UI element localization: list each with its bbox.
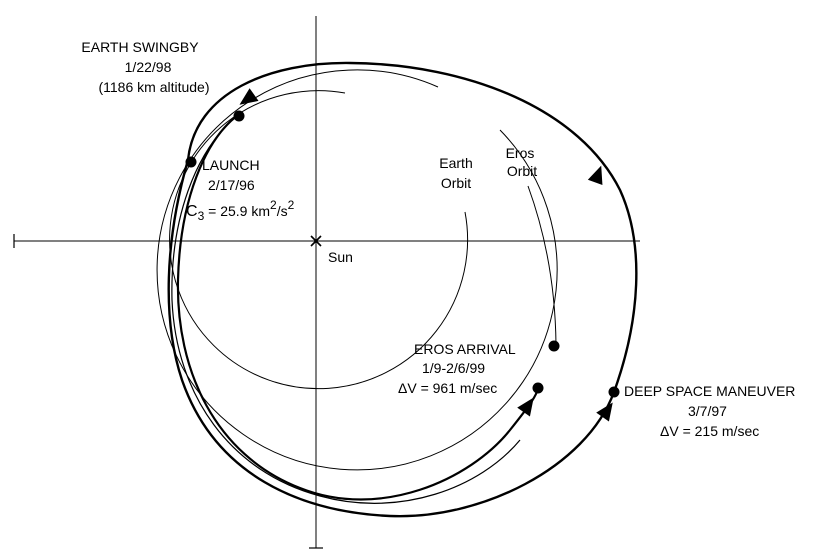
earth-swingby-title: EARTH SWINGBY	[81, 39, 199, 55]
eros-arrival-title: EROS ARRIVAL	[414, 341, 516, 357]
earth-orbit-line2: Orbit	[441, 175, 471, 191]
dsm-label: DEEP SPACE MANEUVER 3/7/97 ΔV = 215 m/se…	[624, 383, 795, 439]
eros-orbit-arrival-arc	[527, 185, 557, 345]
dsm-title: DEEP SPACE MANEUVER	[624, 383, 795, 399]
eros-arrival-date: 1/9-2/6/99	[422, 360, 485, 376]
earth-swingby-altitude: (1186 km altitude)	[98, 79, 209, 95]
sun-label: Sun	[328, 249, 353, 265]
earth-orbit-path	[169, 90, 469, 390]
dsm-dv: ΔV = 215 m/sec	[660, 423, 759, 439]
trajectory-inner-loop	[176, 114, 540, 501]
launch-c3-prefix: C	[186, 203, 198, 220]
eros-position-dot	[548, 340, 560, 352]
earth-orbit-label: Earth Orbit	[439, 155, 472, 191]
launch-date: 2/17/96	[208, 177, 255, 193]
eros-arrival-dv: ΔV = 961 m/sec	[398, 380, 497, 396]
eros-arrival-label: EROS ARRIVAL 1/9-2/6/99 ΔV = 961 m/sec	[398, 341, 516, 396]
sun-marker	[310, 235, 322, 247]
eros-arrival-dot	[532, 382, 544, 394]
eros-orbit-label: Eros Orbit	[506, 145, 538, 179]
launch-c3-subscript: 3	[198, 209, 205, 223]
launch-c3-sup2: 2	[288, 198, 295, 212]
launch-c3-sup1: 2	[270, 198, 277, 212]
dsm-dot	[608, 386, 620, 398]
dsm-date: 3/7/97	[688, 403, 727, 419]
launch-title: LAUNCH	[202, 157, 260, 173]
launch-c3: C3 = 25.9 km2/s2	[186, 198, 295, 223]
arrow-arrival-icon	[517, 397, 534, 417]
orbit-geometry	[13, 16, 640, 549]
earth-orbit-line1: Earth	[439, 155, 472, 171]
earth-swingby-dot	[233, 110, 245, 122]
arrow-dsm-icon	[596, 402, 613, 422]
eros-orbit-line2: Orbit	[507, 163, 537, 179]
arrow-outer-right-icon	[587, 165, 603, 186]
earth-swingby-label: EARTH SWINGBY 1/22/98 (1186 km altitude)	[81, 39, 209, 95]
earth-swingby-date: 1/22/98	[125, 59, 172, 75]
eros-orbit-line1: Eros	[506, 145, 535, 161]
launch-c3-per-s: /s	[277, 203, 288, 219]
arrow-swingby-icon	[239, 88, 259, 105]
trajectory-inner-strand	[171, 114, 521, 504]
launch-c3-equals: = 25.9 km	[204, 203, 270, 219]
launch-dot	[185, 156, 197, 168]
launch-label: LAUNCH 2/17/96 C3 = 25.9 km2/s2	[186, 157, 295, 223]
